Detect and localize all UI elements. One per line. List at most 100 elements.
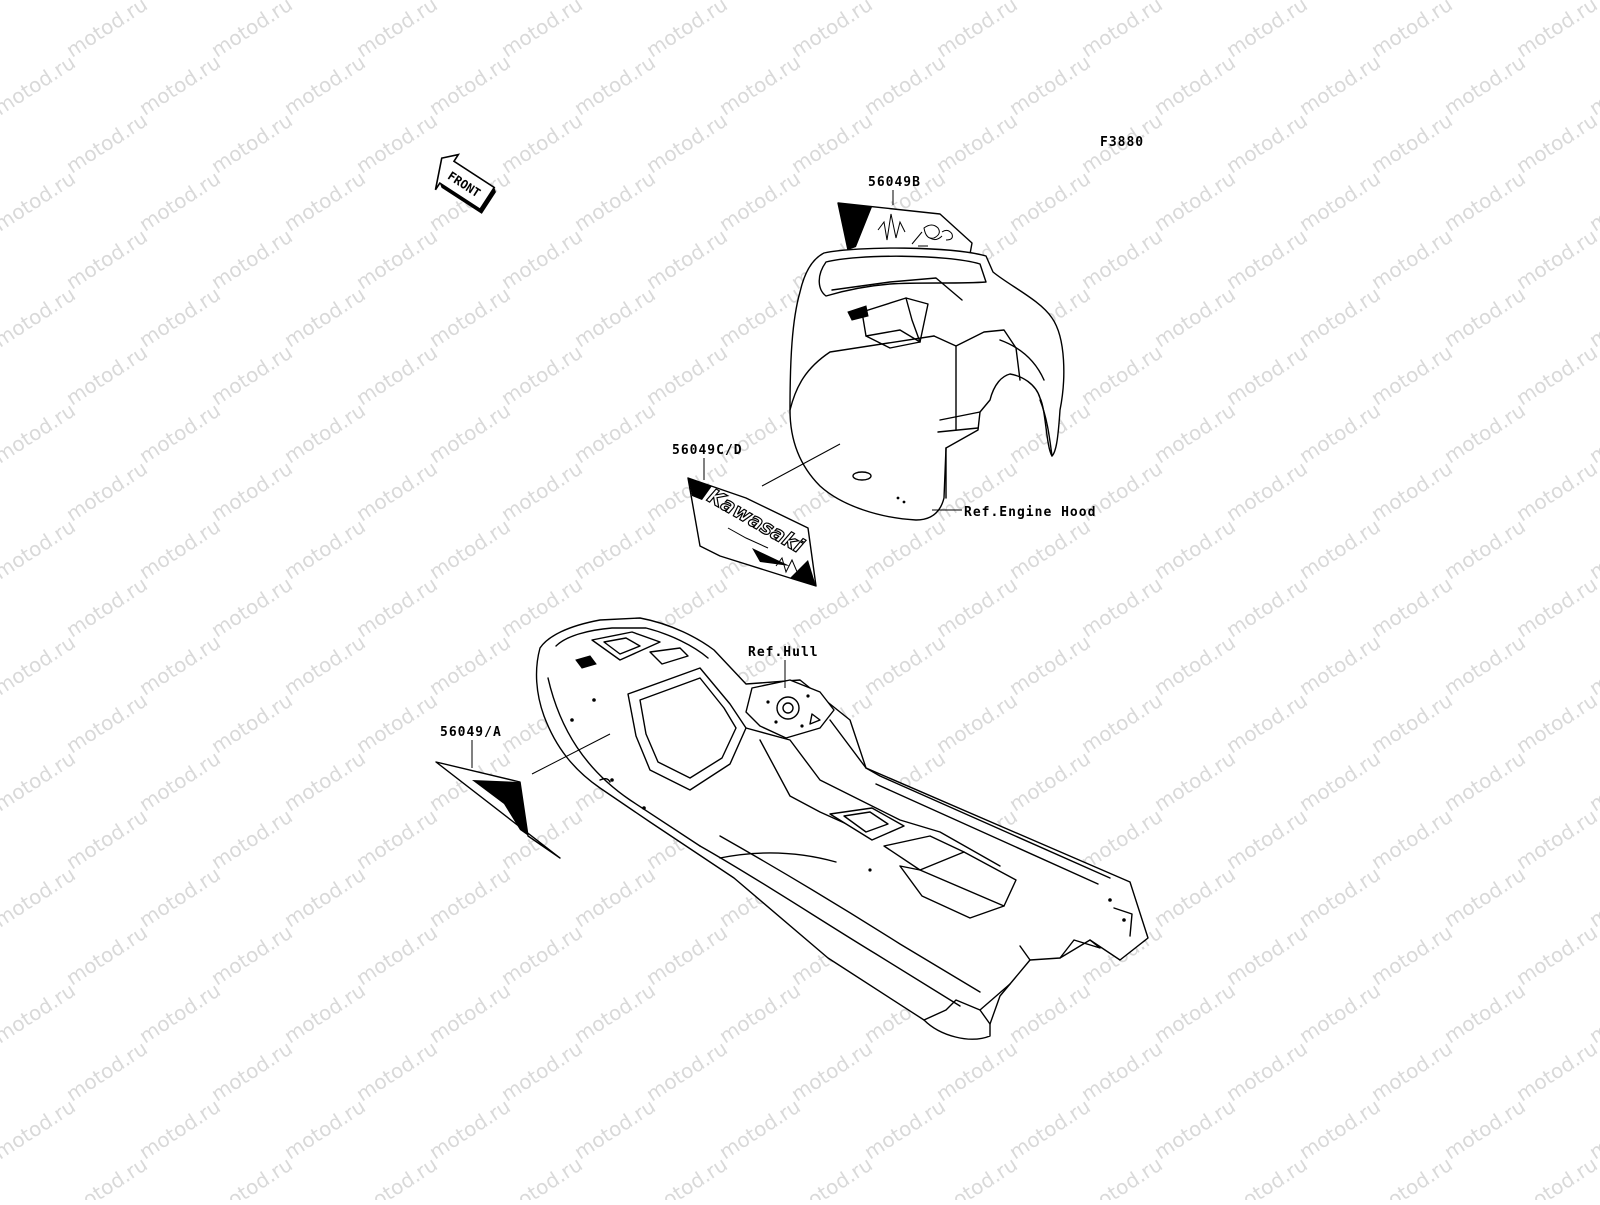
watermark-text: motod.ru xyxy=(787,1036,877,1106)
watermark-text: motod.ru xyxy=(62,456,152,526)
watermark-text: motod.ru xyxy=(715,1094,805,1164)
watermark-text: motod.ru xyxy=(1222,804,1312,874)
watermark-text: motod.ru xyxy=(62,1036,152,1106)
watermark-text: motod.ru xyxy=(570,978,660,1048)
watermark-text: motod.ru xyxy=(642,224,732,294)
watermark-text: motod.ru xyxy=(280,978,370,1048)
watermark-text: motod.ru xyxy=(1367,340,1457,410)
watermark-text: motod.ru xyxy=(1222,1152,1312,1200)
watermark-text: motod.ru xyxy=(1440,50,1530,120)
watermark-text: motod.ru xyxy=(932,1036,1022,1106)
watermark-text: motod.ru xyxy=(1367,456,1457,526)
watermark-text: motod.ru xyxy=(570,166,660,236)
watermark-text: motod.ru xyxy=(135,514,225,584)
watermark-text: motod.ru xyxy=(1367,224,1457,294)
watermark-text: motod.ru xyxy=(135,50,225,120)
watermark-text: motod.ru xyxy=(0,978,80,1048)
watermark-text: motod.ru xyxy=(352,1036,442,1106)
watermark-text: motod.ru xyxy=(1150,862,1240,932)
watermark-text: motod.ru xyxy=(135,398,225,468)
watermark-text: motod.ru xyxy=(1440,746,1530,816)
watermark-text: motod.ru xyxy=(280,282,370,352)
watermark-text: motod.ru xyxy=(497,224,587,294)
watermark-text: motod.ru xyxy=(62,224,152,294)
watermark-text: motod.ru xyxy=(1512,1152,1600,1200)
watermark-text: motod.ru xyxy=(1005,166,1095,236)
watermark-text: motod.ru xyxy=(1295,398,1385,468)
watermark-text: motod.ru xyxy=(425,50,515,120)
watermark-text: motod.ru xyxy=(642,0,732,62)
watermark-text: motod.ru xyxy=(352,1152,442,1200)
callout-56049a: 56049/A xyxy=(440,725,502,740)
watermark-text: motod.ru xyxy=(1150,746,1240,816)
watermark-text: motod.ru xyxy=(1295,282,1385,352)
watermark-text: motod.ru xyxy=(352,920,442,990)
watermark-text: motod.ru xyxy=(1077,1152,1167,1200)
watermark-text: motod.ru xyxy=(787,0,877,62)
watermark-text: motod.ru xyxy=(715,0,805,4)
watermark-text: motod.ru xyxy=(1440,862,1530,932)
leader-56049c-d-part xyxy=(761,443,841,487)
watermark-text: motod.ru xyxy=(0,398,80,468)
watermark-text: motod.ru xyxy=(570,50,660,120)
watermark-text: motod.ru xyxy=(280,50,370,120)
watermark-text: motod.ru xyxy=(570,398,660,468)
watermark-text: motod.ru xyxy=(570,0,660,4)
watermark-text: motod.ru xyxy=(280,862,370,932)
watermark-text: motod.ru xyxy=(860,50,950,120)
watermark-text: motod.ru xyxy=(0,514,80,584)
watermark-text: motod.ru xyxy=(207,572,297,642)
callout-engine-hood: Ref.Engine Hood xyxy=(964,505,1096,520)
watermark-text: motod.ru xyxy=(280,630,370,700)
watermark-text: motod.ru xyxy=(1222,688,1312,758)
hull xyxy=(535,617,1149,1040)
watermark-text: motod.ru xyxy=(425,1094,515,1164)
watermark-text: motod.ru xyxy=(207,1152,297,1200)
watermark-text: motod.ru xyxy=(135,166,225,236)
watermark-text: motod.ru xyxy=(497,456,587,526)
watermark-text: motod.ru xyxy=(1222,224,1312,294)
watermark-text: motod.ru xyxy=(207,1036,297,1106)
watermark-text: motod.ru xyxy=(425,282,515,352)
watermark-text: motod.ru xyxy=(570,862,660,932)
watermark-text: motod.ru xyxy=(1222,572,1312,642)
watermark-text: motod.ru xyxy=(1222,1036,1312,1106)
watermark-text: motod.ru xyxy=(62,688,152,758)
watermark-text: motod.ru xyxy=(1367,1152,1457,1200)
watermark-text: motod.ru xyxy=(1295,166,1385,236)
watermark-text: motod.ru xyxy=(1512,572,1600,642)
watermark-text: motod.ru xyxy=(642,920,732,990)
watermark-text: motod.ru xyxy=(715,978,805,1048)
watermark-text: motod.ru xyxy=(1295,50,1385,120)
watermark-text: motod.ru xyxy=(0,746,80,816)
watermark-text: motod.ru xyxy=(62,572,152,642)
watermark-text: motod.ru xyxy=(352,572,442,642)
watermark-text: motod.ru xyxy=(1440,978,1530,1048)
watermark-text: motod.ru xyxy=(352,108,442,178)
watermark-text: motod.ru xyxy=(1222,920,1312,990)
watermark-text: motod.ru xyxy=(1512,340,1600,410)
watermark-text: motod.ru xyxy=(1222,0,1312,62)
watermark-text: motod.ru xyxy=(135,630,225,700)
watermark-text: motod.ru xyxy=(1512,688,1600,758)
watermark-text: motod.ru xyxy=(1005,1094,1095,1164)
watermark-text: motod.ru xyxy=(932,0,1022,62)
decal-56049c-d: Kawasaki xyxy=(687,477,817,587)
watermark-text: motod.ru xyxy=(207,224,297,294)
watermark-text: motod.ru xyxy=(642,340,732,410)
watermark-text: motod.ru xyxy=(497,108,587,178)
callout-hull: Ref.Hull xyxy=(748,645,819,660)
watermark-text: motod.ru xyxy=(1295,1094,1385,1164)
watermark-text: motod.ru xyxy=(932,688,1022,758)
watermark-text: motod.ru xyxy=(425,862,515,932)
watermark-text: motod.ru xyxy=(1367,688,1457,758)
watermark-text: motod.ru xyxy=(1367,572,1457,642)
watermark-text: motod.ru xyxy=(1512,456,1600,526)
watermark-text: motod.ru xyxy=(1440,398,1530,468)
watermark-text: motod.ru xyxy=(0,166,80,236)
watermark-text: motod.ru xyxy=(932,572,1022,642)
watermark-text: motod.ru xyxy=(1005,978,1095,1048)
watermark-text: motod.ru xyxy=(1512,804,1600,874)
watermark-text: motod.ru xyxy=(1005,50,1095,120)
watermark-text: motod.ru xyxy=(1440,166,1530,236)
